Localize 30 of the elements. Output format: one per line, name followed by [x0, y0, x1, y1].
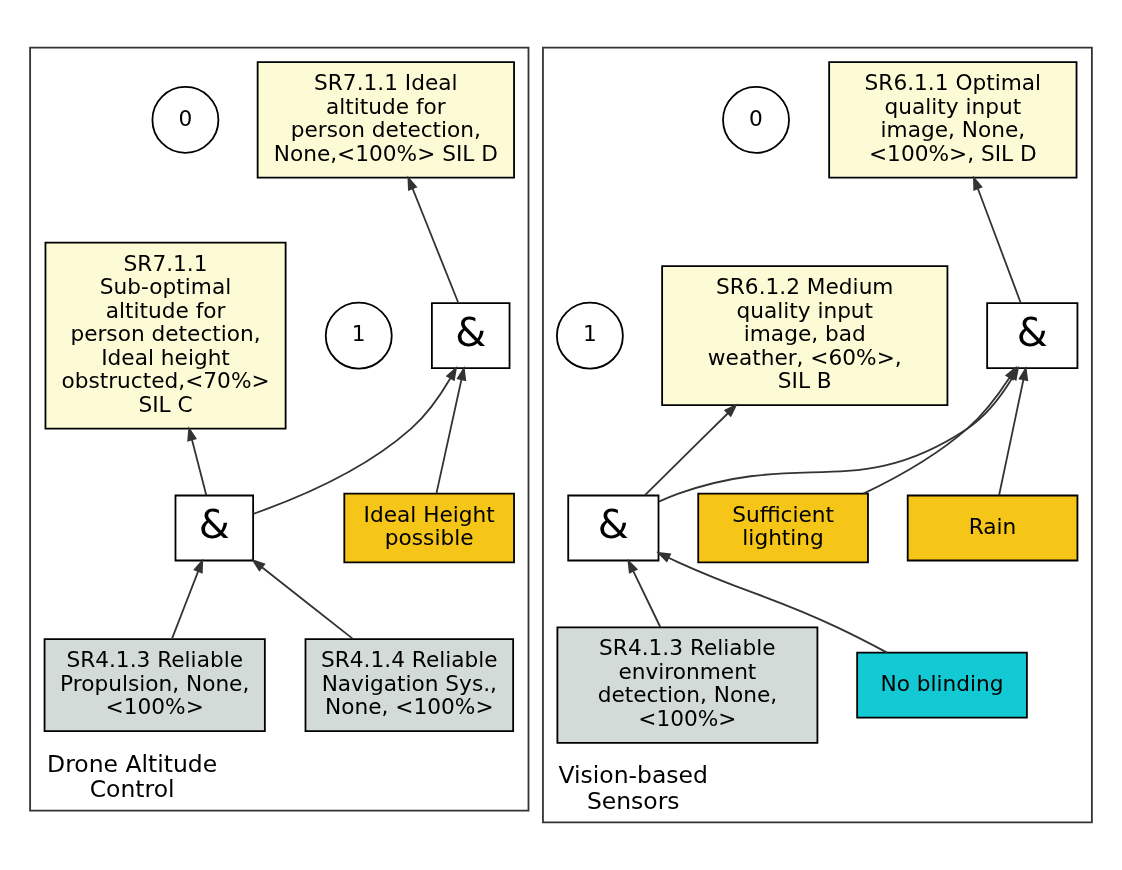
arrow	[644, 403, 738, 496]
node-circle: 0	[722, 86, 790, 154]
arrow	[656, 551, 889, 654]
node-box: Rain	[906, 494, 1079, 562]
arrow	[973, 175, 1022, 304]
node-box: SR6.1.1 Optimal quality input image, None, <100%>, SIL D	[828, 61, 1078, 179]
arrow	[627, 558, 662, 628]
node-box: &	[431, 302, 511, 370]
node-box: Sufficient lighting	[697, 492, 869, 564]
node-circle: 1	[556, 301, 624, 370]
node-box: SR4.1.3 Reliable Propulsion, None, <100%>	[43, 638, 266, 733]
node-circle: 0	[151, 86, 220, 154]
arrow	[435, 366, 467, 495]
arrow	[171, 558, 204, 640]
node-circle: 1	[324, 301, 393, 370]
arrow	[187, 426, 208, 496]
node-box: SR4.1.3 Reliable environment detection, None, <100%>	[556, 626, 819, 744]
arrow	[252, 366, 458, 515]
arrow	[407, 175, 460, 304]
node-box: SR6.1.2 Medium quality input image, bad weather, <60%>, SIL B	[661, 265, 949, 407]
arrow	[862, 365, 1017, 495]
arrow	[251, 558, 354, 640]
node-box: &	[174, 494, 255, 562]
node-box: SR7.1.1 Sub-optimal altitude for person detection, Ideal height obstructed,<70%> SIL C	[44, 241, 287, 430]
node-box: Ideal Height possible	[343, 492, 515, 564]
node-box: &	[986, 302, 1079, 370]
node-box: &	[567, 494, 660, 562]
node-box: SR4.1.4 Reliable Navigation Sys., None, <100%>	[304, 638, 515, 733]
node-box: SR7.1.1 Ideal altitude for person detection, None,<100%> SIL D	[256, 61, 515, 179]
node-box: No blinding	[856, 651, 1028, 719]
